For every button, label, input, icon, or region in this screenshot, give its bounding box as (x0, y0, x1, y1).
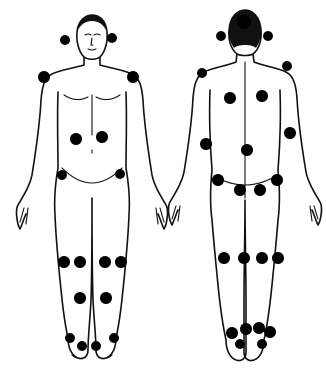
tender-point-marker (218, 252, 230, 264)
tender-point-marker (224, 92, 236, 104)
tender-point-marker (91, 341, 101, 351)
marker-layer (38, 15, 296, 351)
tender-point-marker (272, 252, 284, 264)
tender-point-marker (238, 252, 250, 264)
tender-point-marker (237, 15, 251, 29)
tender-point-marker (197, 68, 207, 78)
tender-point-marker (200, 138, 212, 150)
back-body-figure (169, 10, 322, 361)
tender-point-marker (240, 323, 252, 335)
tender-point-marker (226, 327, 238, 339)
tender-point-marker (115, 256, 127, 268)
tender-point-marker (254, 184, 266, 196)
tender-point-marker (234, 184, 246, 196)
tender-point-marker (256, 252, 268, 264)
tender-point-marker (38, 71, 50, 83)
tender-point-marker (284, 127, 296, 139)
tender-point-marker (263, 31, 273, 41)
tender-point-marker (99, 256, 111, 268)
tender-point-marker (216, 31, 226, 41)
tender-point-marker (212, 174, 224, 186)
tender-point-marker (109, 333, 119, 343)
tender-point-marker (58, 256, 70, 268)
tender-point-marker (77, 341, 87, 351)
tender-point-marker (107, 33, 117, 43)
tender-point-marker (264, 326, 276, 338)
tender-point-marker (65, 333, 75, 343)
front-body-figure (17, 15, 168, 359)
tender-point-marker (57, 170, 67, 180)
tender-point-marker (74, 292, 86, 304)
tender-point-marker (127, 71, 139, 83)
front-hair (78, 15, 106, 30)
tender-point-marker (256, 90, 268, 102)
tender-point-marker (96, 131, 108, 143)
tender-point-marker (257, 339, 267, 349)
tender-point-marker (60, 35, 70, 45)
tender-point-marker (74, 256, 86, 268)
tender-point-marker (235, 339, 245, 349)
tender-point-marker (241, 144, 253, 156)
tender-point-marker (271, 174, 283, 186)
tender-point-marker (70, 133, 82, 145)
tender-point-marker (100, 292, 112, 304)
tender-point-marker (282, 61, 292, 71)
tender-point-marker (115, 169, 125, 179)
tender-point-marker (253, 322, 265, 334)
